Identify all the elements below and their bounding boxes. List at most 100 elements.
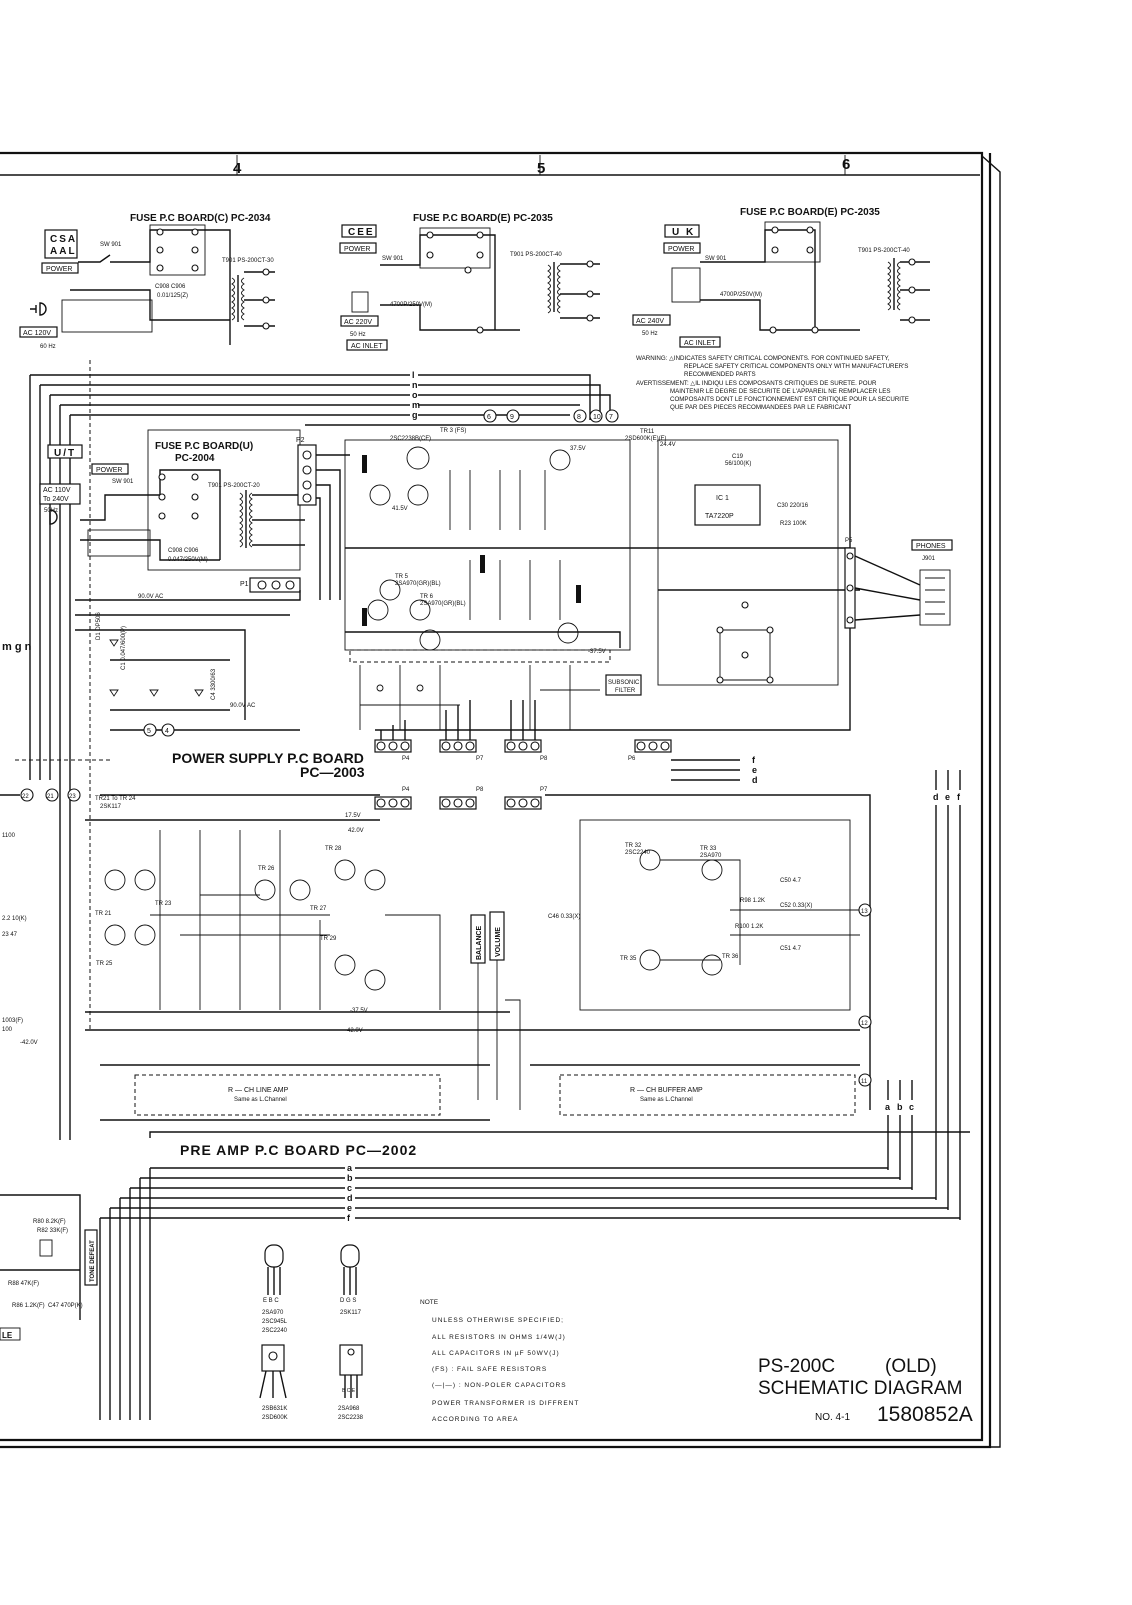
bus-vert-b: b xyxy=(897,1102,903,1112)
pre-c52: C52 0.33(X) xyxy=(780,903,812,909)
title-schematic: SCHEMATIC DIAGRAM xyxy=(758,1378,962,1399)
phones-jack: J901 xyxy=(922,556,936,562)
pre-amp-title: PRE AMP P.C BOARD PC—2002 xyxy=(180,1142,417,1158)
grid-col-4: 4 xyxy=(233,160,242,177)
transformer-uk: T901 PS-200CT-40 xyxy=(858,248,910,254)
edge-frag-10: R86 1.2K(F) xyxy=(12,1303,45,1309)
sw901-ut: SW 901 xyxy=(112,479,134,485)
svg-text:23: 23 xyxy=(69,794,76,800)
connector-p1: P1 xyxy=(240,581,249,588)
pin-label-ebc: E B C xyxy=(263,1298,279,1304)
pre-voltage-175: 17.5V xyxy=(345,813,361,819)
transistor-ebc-package: E B C 2SA970 2SC945L 2SC2240 xyxy=(262,1244,288,1334)
ps-c30: C30 220/16 xyxy=(777,503,809,509)
bus-out-d: d xyxy=(752,775,758,785)
power-label-ut: POWER xyxy=(96,467,122,474)
warning-line-1: WARNING: △INDICATES SAFETY CRITICAL COMP… xyxy=(636,355,890,362)
cap-values-csa: 0.01/125(Z) xyxy=(157,293,188,299)
svg-text:22: 22 xyxy=(22,794,29,800)
pre-tr29: TR 29 xyxy=(320,936,337,942)
bus-left-edge-label: m g n xyxy=(2,641,32,653)
warning-line-7: QUE PAR DES PIECES RECOMMANDEES PAR LE F… xyxy=(670,404,852,411)
pre-tr33-part: 2SA970 xyxy=(700,853,722,859)
ps-c4: C4 3300/63 xyxy=(211,668,217,700)
cap-values-uk: 4700P/250V(M) xyxy=(720,292,762,298)
part-2sa968: 2SA968 xyxy=(338,1406,360,1412)
cap-values-cee: 4700P/250V(M) xyxy=(390,302,432,308)
title-number: 1580852A xyxy=(877,1403,973,1426)
ac-label-ut-1: AC 110V xyxy=(43,487,71,494)
grid-labels: 4 5 6 xyxy=(233,155,850,177)
pre-tr27: TR 27 xyxy=(310,906,327,912)
pre-tr32: TR 32 xyxy=(625,843,642,849)
fuse-board-cee: FUSE P.C BOARD(E) PC-2035 CEE POWER SW 9… xyxy=(339,213,600,351)
connector-p5: P5 xyxy=(845,538,853,544)
pre-tr32-part: 2SC2240 xyxy=(625,850,651,856)
sw901-cee: SW 901 xyxy=(382,256,404,262)
power-label-csa: POWER xyxy=(46,266,72,273)
grid-col-6: 6 xyxy=(842,156,850,173)
title-old: (OLD) xyxy=(885,1356,937,1377)
transformer-ut: T901 PS-200CT-20 xyxy=(208,483,260,489)
ac-label-uk: AC 240V xyxy=(636,318,664,325)
edge-frag-2: 2.2 10(K) xyxy=(2,916,27,922)
svg-text:11: 11 xyxy=(861,1079,868,1085)
region-uk: U K xyxy=(672,227,695,238)
edge-frag-3: 23 47 xyxy=(2,932,18,938)
safety-warning: WARNING: △INDICATES SAFETY CRITICAL COMP… xyxy=(636,355,909,411)
ps-tr5-label: TR 5 xyxy=(395,574,409,580)
tone-defeat-label: TONE DEFEAT xyxy=(90,1240,96,1282)
edge-frag-6: -42.0V xyxy=(20,1040,38,1046)
warning-line-4: AVERTISSEMENT: △IL INDIQU LES COMPOSANTS… xyxy=(636,380,877,387)
ps-r23: R23 100K xyxy=(780,521,807,527)
power-label-cee: POWER xyxy=(344,246,370,253)
ps-tr3-part: 2SC2238B(CF) xyxy=(390,436,431,442)
svg-text:12: 12 xyxy=(861,1021,868,1027)
part-2sa970: 2SA970 xyxy=(262,1310,284,1316)
warning-line-6: COMPOSANTS DONT LE FONCTIONNEMENT EST CR… xyxy=(670,396,909,403)
connector-p7-lower: P7 xyxy=(540,787,548,793)
svg-text:9: 9 xyxy=(510,414,514,421)
pre-r100: R100 1.2K xyxy=(735,924,763,930)
connector-p4-lower: P4 xyxy=(402,787,410,793)
svg-text:7: 7 xyxy=(609,414,613,421)
ps-tr3-label: TR 3 (FS) xyxy=(440,428,466,434)
bus-pre-e: e xyxy=(347,1203,352,1213)
connector-p6-upper: P6 xyxy=(628,756,636,762)
pre-c50: C50 4.7 xyxy=(780,878,802,884)
sheet-frame xyxy=(0,151,1001,1449)
power-label-uk: POWER xyxy=(668,246,694,253)
pre-voltage-neg375: -37.5V xyxy=(350,1008,368,1014)
note-title: NOTE xyxy=(420,1299,439,1306)
note-line-6: POWER TRANSFORMER IS DIFFRENT xyxy=(432,1400,579,1407)
ps-ic1-part: TA7220P xyxy=(705,513,734,520)
sw901-uk: SW 901 xyxy=(705,256,727,262)
svg-text:B C E: B C E xyxy=(342,1388,356,1394)
ps-voltage-244: 24.4V xyxy=(660,442,676,448)
ps-tr11-part: 2SD600K(E)(F) xyxy=(625,436,666,442)
power-supply-board: U/T FUSE P.C BOARD(U) PC-2004 POWER SW 9… xyxy=(15,360,953,1030)
transistor-to126-package: 2SB631K 2SD600K xyxy=(259,1344,288,1421)
ps-vac-1: 90.0V AC xyxy=(138,594,164,600)
svg-text:5: 5 xyxy=(147,728,151,735)
note-line-4: (FS) : FAIL SAFE RESISTORS xyxy=(432,1366,547,1373)
r-ch-buffer-amp-label: R — CH BUFFER AMP xyxy=(630,1087,703,1094)
ac-label-cee: AC 220V xyxy=(344,319,372,326)
bus-out-f: f xyxy=(752,755,756,765)
svg-text:10: 10 xyxy=(593,414,601,421)
fuse-board-uk: FUSE P.C BOARD(E) PC-2035 U K POWER SW 9… xyxy=(632,207,930,348)
svg-text:21: 21 xyxy=(47,794,54,800)
part-2sb631k: 2SB631K xyxy=(262,1406,287,1412)
ps-d1: D1 DP506 xyxy=(96,612,102,640)
fuse-board-uk-title: FUSE P.C BOARD(E) PC-2035 xyxy=(740,207,880,218)
pre-tr36: TR 36 xyxy=(722,954,739,960)
connector-row-upper: P4 P7 P8 P6 f e d d e f xyxy=(374,700,961,802)
bus-vert-f: f xyxy=(957,792,961,802)
caps-ut: C908 C906 xyxy=(168,548,199,554)
top-bus: l n o m g m g n xyxy=(2,370,611,1140)
balance-label: BALANCE xyxy=(476,925,483,960)
pre-tr21: TR 21 xyxy=(95,911,112,917)
notes: NOTE UNLESS OTHERWISE SPECIFIED; ALL RES… xyxy=(420,1299,579,1423)
ps-tr5-part: 2SA970(GR)(BL) xyxy=(395,581,441,587)
